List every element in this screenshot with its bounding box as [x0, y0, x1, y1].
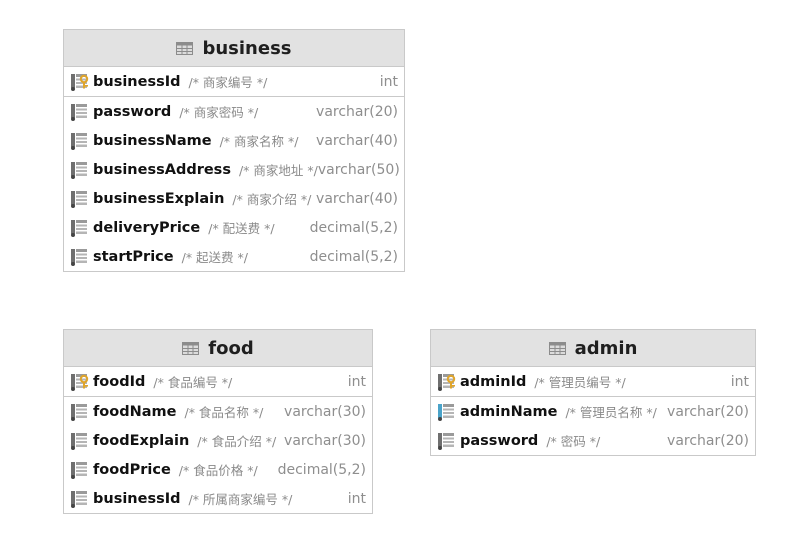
column-row-password[interactable]: password /* 商家密码 */ varchar(20) — [64, 97, 404, 126]
column-type: varchar(30) — [284, 403, 366, 420]
column-name: businessId — [93, 73, 181, 90]
column-comment: /* 所属商家编号 */ — [188, 492, 293, 507]
primary-key-column-icon — [71, 373, 89, 391]
column-comment: /* 商家密码 */ — [179, 105, 259, 120]
column-icon — [71, 190, 87, 208]
column-row-adminname[interactable]: adminName /* 管理员名称 */ varchar(20) — [431, 397, 755, 426]
primary-key-column-icon — [71, 73, 89, 91]
column-comment: /* 密码 */ — [546, 434, 601, 449]
column-row-businessaddress[interactable]: businessAddress /* 商家地址 */varchar(50) — [64, 155, 404, 184]
entity-title: food — [208, 337, 254, 359]
column-type: varchar(40) — [316, 132, 398, 149]
column-type: int — [347, 373, 366, 390]
column-type: decimal(5,2) — [309, 248, 398, 265]
column-name: businessExplain — [93, 190, 225, 207]
column-name: foodPrice — [93, 461, 171, 478]
column-row-startprice[interactable]: startPrice /* 起送费 */ decimal(5,2) — [64, 242, 404, 271]
column-row-foodprice[interactable]: foodPrice /* 食品价格 */ decimal(5,2) — [64, 455, 372, 484]
column-icon — [71, 248, 87, 266]
column-name: foodName — [93, 403, 177, 420]
column-list: foodId /* 食品编号 */ int foodName /* 食品名称 */ var… — [64, 367, 372, 513]
column-type: decimal(5,2) — [309, 219, 398, 236]
table-icon — [176, 41, 194, 55]
unique-column-icon — [438, 403, 454, 421]
column-comment: /* 商家介绍 */ — [232, 192, 312, 207]
column-row-businessid[interactable]: businessId /* 所属商家编号 */ int — [64, 484, 372, 513]
column-name: foodExplain — [93, 432, 190, 449]
entity-header: business — [64, 30, 404, 67]
column-type: varchar(20) — [667, 432, 749, 449]
column-icon — [71, 219, 87, 237]
column-comment: /* 食品名称 */ — [184, 405, 264, 420]
column-icon — [71, 161, 87, 179]
entity-title: admin — [574, 337, 638, 359]
column-name: deliveryPrice — [93, 219, 201, 236]
entity-business[interactable]: business businessId /* 商家编号 */ int password… — [63, 29, 405, 272]
column-comment: /* 管理员名称 */ — [565, 405, 657, 420]
column-row-password[interactable]: password /* 密码 */ varchar(20) — [431, 426, 755, 455]
column-comment: /* 食品价格 */ — [178, 463, 258, 478]
primary-key-column-icon — [438, 373, 456, 391]
column-row-foodid[interactable]: foodId /* 食品编号 */ int — [64, 367, 372, 397]
column-type: int — [379, 73, 398, 90]
column-comment: /* 食品介绍 */ — [197, 434, 277, 449]
column-name: businessId — [93, 490, 181, 507]
column-list: businessId /* 商家编号 */ int password /* 商家密码 *… — [64, 67, 404, 271]
column-icon — [438, 432, 454, 450]
column-name: startPrice — [93, 248, 174, 265]
column-row-foodexplain[interactable]: foodExplain /* 食品介绍 */ varchar(30) — [64, 426, 372, 455]
entity-header: admin — [431, 330, 755, 367]
entity-title: business — [202, 37, 292, 59]
column-row-deliveryprice[interactable]: deliveryPrice /* 配送费 */ decimal(5,2) — [64, 213, 404, 242]
column-type: varchar(20) — [316, 103, 398, 120]
column-name: password — [460, 432, 539, 449]
column-name: password — [93, 103, 172, 120]
column-comment: /* 食品编号 */ — [153, 375, 233, 390]
column-comment: /* 商家名称 */ — [219, 134, 299, 149]
column-type: varchar(50) — [317, 161, 400, 178]
column-row-businessname[interactable]: businessName /* 商家名称 */ varchar(40) — [64, 126, 404, 155]
column-row-foodname[interactable]: foodName /* 食品名称 */ varchar(30) — [64, 397, 372, 426]
column-type: int — [347, 490, 366, 507]
column-type: int — [730, 373, 749, 390]
column-comment: /* 管理员编号 */ — [534, 375, 626, 390]
column-type: varchar(20) — [667, 403, 749, 420]
entity-admin[interactable]: admin adminId /* 管理员编号 */ int adminName /* 管… — [430, 329, 756, 456]
table-icon — [182, 341, 200, 355]
table-icon — [548, 341, 566, 355]
column-comment: /* 配送费 */ — [208, 221, 275, 236]
column-name: businessName — [93, 132, 212, 149]
column-comment: /* 商家地址 */ — [238, 163, 318, 178]
column-icon — [71, 490, 87, 508]
column-icon — [71, 461, 87, 479]
entity-food[interactable]: food foodId /* 食品编号 */ int foodName /* 食品名称 … — [63, 329, 373, 514]
column-type: varchar(40) — [316, 190, 398, 207]
column-name: businessAddress — [93, 161, 231, 178]
column-row-businessid[interactable]: businessId /* 商家编号 */ int — [64, 67, 404, 97]
column-name: foodId — [93, 373, 146, 390]
column-name: adminName — [460, 403, 558, 420]
entity-header: food — [64, 330, 372, 367]
column-name: adminId — [460, 373, 527, 390]
column-comment: /* 起送费 */ — [181, 250, 248, 265]
column-type: decimal(5,2) — [277, 461, 366, 478]
column-icon — [71, 103, 87, 121]
column-icon — [71, 132, 87, 150]
column-comment: /* 商家编号 */ — [188, 75, 268, 90]
column-list: adminId /* 管理员编号 */ int adminName /* 管理员名称 *… — [431, 367, 755, 455]
column-row-businessexplain[interactable]: businessExplain /* 商家介绍 */ varchar(40) — [64, 184, 404, 213]
column-icon — [71, 432, 87, 450]
column-icon — [71, 403, 87, 421]
column-row-adminid[interactable]: adminId /* 管理员编号 */ int — [431, 367, 755, 397]
column-type: varchar(30) — [284, 432, 366, 449]
